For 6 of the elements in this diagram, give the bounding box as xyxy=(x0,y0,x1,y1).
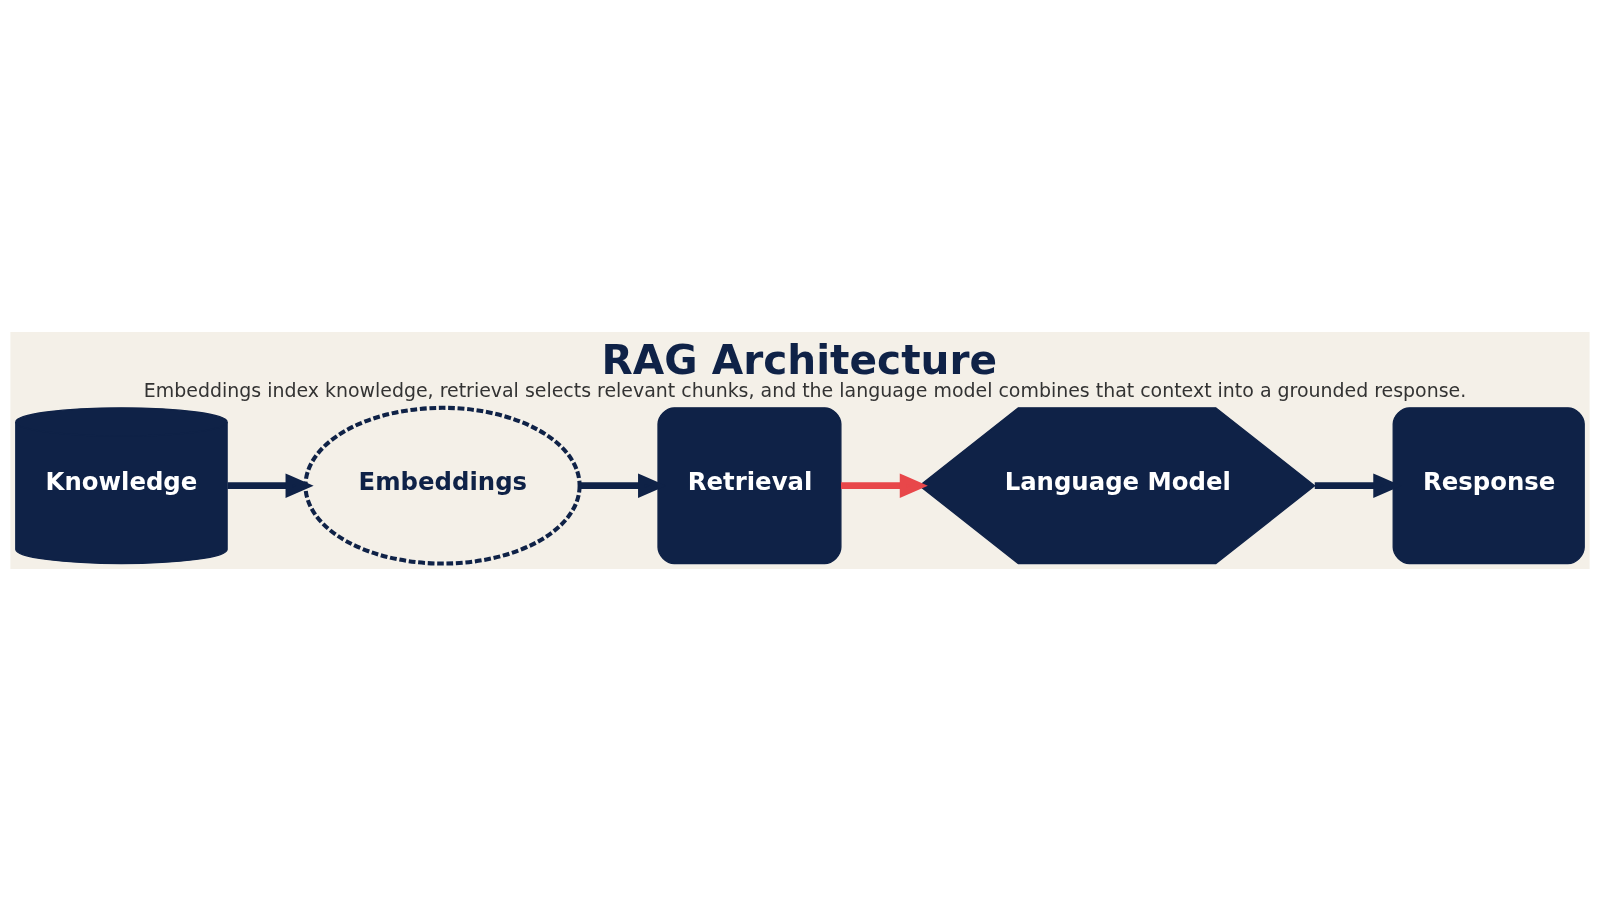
node-ellipse: Embeddings xyxy=(303,405,582,566)
node-box: Response xyxy=(1392,406,1585,564)
caption: Embeddings index knowledge, retrieval selects relevant chunks, and the language model combines that context into a grounded response. xyxy=(143,378,1467,401)
node-box: Retrieval xyxy=(657,406,842,564)
arrow xyxy=(841,472,928,498)
arrow xyxy=(227,472,314,498)
